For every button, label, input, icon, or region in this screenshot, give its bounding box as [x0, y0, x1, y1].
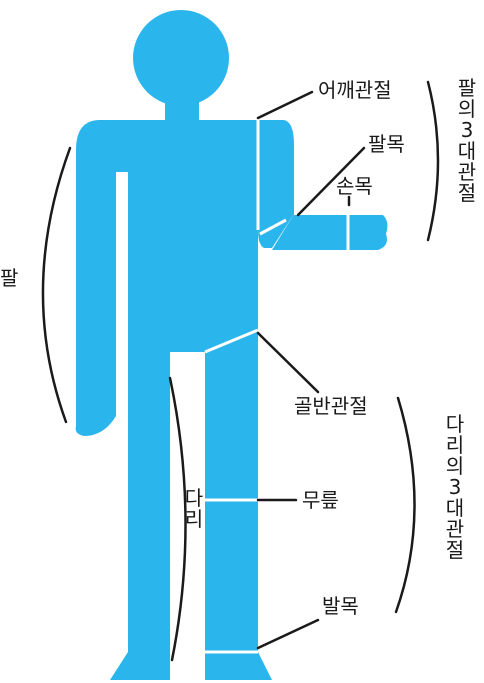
- hip-joint-label: 골반관절: [294, 396, 368, 416]
- leg: [205, 330, 272, 680]
- shoulder-joint-label: 어깨관절: [318, 80, 392, 100]
- body-silhouette: [76, 10, 388, 680]
- arm-group-bracket: [428, 82, 438, 240]
- wrist-label: 손목: [336, 176, 373, 196]
- arm-bracket: [43, 148, 70, 422]
- hip-leader: [258, 333, 318, 392]
- ankle-leader: [258, 620, 318, 648]
- hand: [348, 215, 387, 250]
- elbow-label: 팔목: [368, 134, 405, 154]
- arm-label: 팔: [0, 268, 18, 288]
- leg-group-bracket: [396, 398, 415, 612]
- shoulder-leader: [258, 92, 312, 118]
- head: [133, 10, 229, 106]
- knee-label: 무릎: [302, 490, 339, 510]
- ankle-label: 발목: [322, 596, 359, 616]
- leg-joints-group-label: 다리의3대관절: [444, 414, 466, 561]
- arm-joints-group-label: 팔의3대관절: [456, 78, 478, 204]
- leg-label: 다리: [183, 488, 205, 530]
